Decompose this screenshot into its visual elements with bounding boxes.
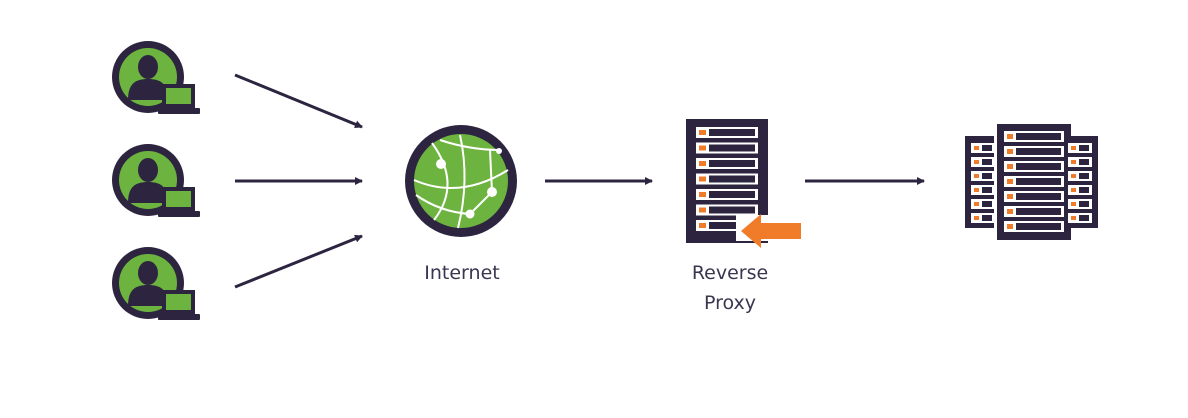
arrow-user3-to-internet: [234, 234, 363, 289]
user-icon: [112, 247, 200, 320]
server-slot: [1068, 213, 1092, 223]
user-icon: [112, 41, 200, 114]
server-slot: [1068, 171, 1092, 181]
reverse-proxy-label-line2: Proxy: [703, 292, 757, 314]
server-slot: [1004, 176, 1064, 187]
server-slot: [696, 173, 758, 185]
server-slot: [1004, 206, 1064, 217]
server-slot: [696, 158, 758, 169]
server-slot: [696, 189, 758, 200]
server-slot: [1068, 143, 1092, 153]
server-slot: [1068, 185, 1092, 195]
reverse-proxy-label-line1: Reverse: [691, 262, 769, 284]
server-slot: [971, 157, 995, 167]
globe-network-icon: [405, 125, 517, 237]
server-slot: [1004, 146, 1064, 157]
server-slot: [1068, 157, 1092, 167]
server-slot: [971, 213, 995, 223]
reverse-proxy-label: Reverse Proxy: [660, 258, 800, 318]
internet-label-text: Internet: [424, 262, 500, 284]
server-slot: [1068, 199, 1092, 209]
server-slot: [971, 143, 995, 153]
server-cluster-icon: [965, 124, 1098, 240]
server-slot: [1004, 161, 1064, 172]
server-slot: [1004, 191, 1064, 202]
arrow-user1-to-internet: [234, 73, 363, 129]
server-slot: [1004, 221, 1064, 232]
server-slot: [1004, 131, 1064, 142]
server-slot: [971, 185, 995, 195]
user-icon: [112, 144, 200, 217]
proxy-arrow-icon: [741, 214, 801, 248]
internet-label: Internet: [392, 258, 532, 288]
server-slot: [696, 142, 758, 154]
server-slot: [696, 204, 758, 216]
server-slot: [971, 171, 995, 181]
server-slot: [971, 199, 995, 209]
server-slot: [696, 127, 758, 138]
server-rack-icon: [686, 119, 801, 248]
server-slot: [696, 220, 758, 231]
